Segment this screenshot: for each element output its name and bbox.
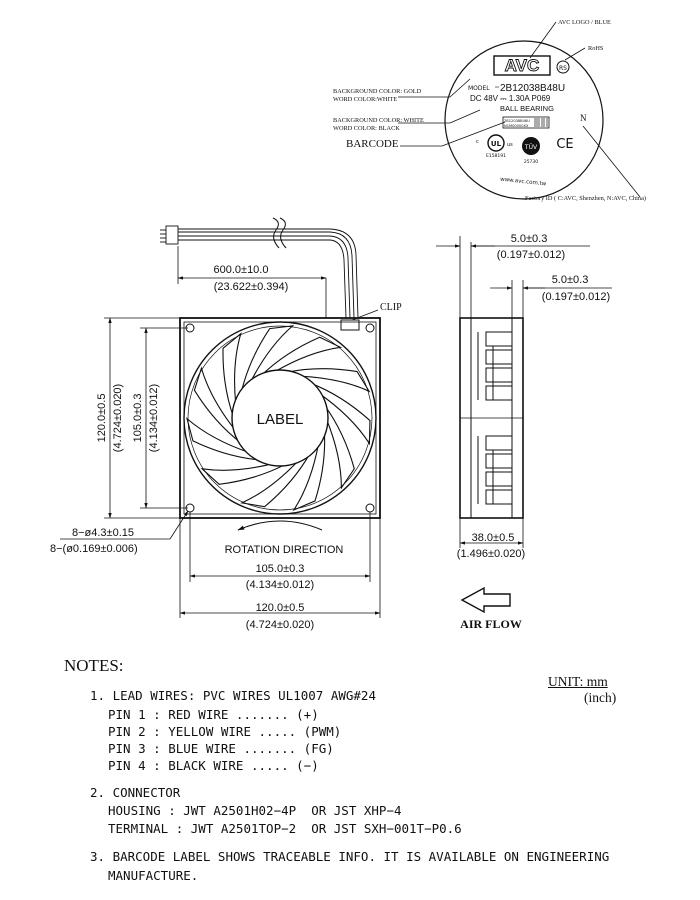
connector-housing	[165, 225, 179, 245]
svg-text:UL: UL	[491, 140, 502, 148]
airflow-label: AIR FLOW	[460, 617, 522, 631]
bearing-type: BALL BEARING	[500, 104, 554, 113]
dim-flange-bottom-inch: (0.197±0.012)	[542, 291, 610, 303]
dim-flange-top: 5.0±0.3	[511, 233, 548, 245]
factory-letter: N	[580, 113, 587, 123]
dim-wire-length-inch: (23.622±0.394)	[214, 281, 289, 293]
rotation-direction: ROTATION DIRECTION	[225, 544, 344, 556]
callout-barcode: BARCODE	[346, 138, 399, 150]
fan-hub	[231, 369, 329, 467]
dim-hole-pitch-v: 105.0±0.3	[132, 394, 144, 443]
dim-hole-pitch-v-inch: (4.134±0.012)	[148, 384, 160, 452]
fan-blade	[200, 462, 288, 485]
fan-side-view	[459, 317, 524, 519]
ul-mark-icon	[487, 134, 505, 152]
callout-rohs: RoHS	[588, 45, 604, 52]
avc-logo-box	[493, 55, 551, 76]
dim-hole-pitch-h-inch: (4.134±0.012)	[246, 579, 314, 591]
note-pin-2: PIN 2 : YELLOW WIRE ..... (PWM)	[108, 724, 342, 739]
dim-height: 120.0±0.5	[96, 394, 108, 443]
barcode-text-1: 2B12038B48U	[504, 119, 530, 123]
dim-holes-inch: 8−(ø0.169±0.006)	[50, 543, 138, 555]
fan-blade	[186, 417, 262, 461]
dim-width-inch: (4.724±0.020)	[246, 619, 314, 631]
fan-blade	[193, 366, 242, 444]
unit-inch: (inch)	[584, 690, 617, 705]
hub-label: LABEL	[257, 411, 304, 428]
note-pin-4: PIN 4 : BLACK WIRE ..... (−)	[108, 758, 319, 773]
note-housing: HOUSING : JWT A2501H02−4P OR JST XHP−4	[108, 803, 402, 818]
fan-opening	[183, 321, 377, 515]
callout-factory-id: Factory ID ( C:AVC, Shenzhen, N:AVC, Chi…	[525, 195, 646, 202]
mount-hole-icon	[365, 323, 375, 333]
dim-width: 120.0±0.5	[256, 602, 305, 614]
note-pin-3: PIN 3 : BLUE WIRE ....... (FG)	[108, 741, 334, 756]
ce-mark: CE	[556, 137, 573, 152]
svg-text:us: us	[507, 142, 513, 148]
fan-blades	[186, 325, 371, 512]
dim-depth: 38.0±0.5	[472, 532, 515, 544]
note-lead-wires: 1. LEAD WIRES: PVC WIRES UL1007 AWG#24	[90, 688, 376, 703]
ul-file-number: E158191	[486, 153, 506, 159]
callout-bg-gold: BACKGROUND COLOR: GOLD	[333, 88, 422, 95]
dim-holes: 8−ø4.3±0.15	[72, 527, 134, 539]
fan-blade	[240, 452, 312, 508]
barcode-bars	[534, 118, 548, 127]
dc-rating: DC 48V ⎓ 1.30A P069	[470, 94, 551, 103]
dim-flange-top-inch: (0.197±0.012)	[497, 249, 565, 261]
lead-wires	[160, 217, 359, 319]
fan-blade	[259, 336, 343, 377]
avc-logo: AVC	[505, 56, 540, 75]
notes-title: NOTES:	[64, 656, 124, 675]
barcode-text-2: N1M00000XX	[504, 124, 529, 128]
dim-height-inch: (4.724±0.020)	[112, 384, 124, 452]
callout-word-white: WORD COLOR:WHITE	[333, 96, 397, 103]
wire-clip	[340, 319, 360, 331]
note-barcode-2: MANUFACTURE.	[108, 868, 199, 883]
rotation-arrow-icon	[237, 520, 323, 531]
label-artwork: AVC RS MODEL 2B12038B48U DC 48V ⎓ 1.30A …	[444, 40, 604, 200]
dim-depth-inch: (1.496±0.020)	[457, 548, 525, 560]
model-prefix: MODEL	[468, 85, 490, 92]
callout-bg-white: BACKGROUND COLOR: WHITE	[333, 117, 424, 124]
callout-avc-logo: AVC LOGO / BLUE	[558, 19, 611, 26]
note-pin-1: PIN 1 : RED WIRE ....... (+)	[108, 707, 319, 722]
fan-frame	[179, 317, 381, 519]
tuv-mark-icon	[522, 137, 540, 155]
rohs-mark: RS	[559, 65, 567, 72]
fan-front-view	[179, 317, 381, 519]
dim-hole-pitch-h: 105.0±0.3	[256, 563, 305, 575]
airflow-arrow-icon	[460, 586, 511, 614]
callout-word-black: WORD COLOR: BLACK	[333, 125, 400, 132]
fan-blade	[292, 430, 326, 512]
unit-mm: UNIT: mm	[548, 674, 608, 689]
fan-blade	[285, 368, 371, 393]
note-barcode-1: 3. BARCODE LABEL SHOWS TRACEABLE INFO. I…	[90, 849, 610, 864]
note-terminal: TERMINAL : JWT A2501TOP−2 OR JST SXH−001…	[108, 821, 462, 836]
fan-blade	[240, 325, 295, 394]
dim-wire-length: 600.0±10.0	[214, 264, 269, 276]
dim-flange-bottom: 5.0±0.3	[552, 274, 589, 286]
mount-hole-icon	[365, 503, 375, 513]
fan-blade	[309, 382, 371, 446]
note-connector: 2. CONNECTOR	[90, 785, 181, 800]
fan-blade	[323, 404, 355, 490]
clip-label: CLIP	[380, 302, 402, 313]
fan-blade	[222, 332, 242, 419]
tuv-number: 25730	[524, 159, 538, 165]
model-number: 2B12038B48U	[500, 83, 565, 94]
svg-text:c: c	[476, 139, 479, 145]
label-outline	[444, 40, 604, 200]
svg-text:TÜV: TÜV	[524, 144, 538, 151]
rohs-mark-icon	[556, 60, 570, 74]
website: www.avc.com.tw	[500, 177, 547, 188]
label-callout-lines	[398, 21, 641, 198]
